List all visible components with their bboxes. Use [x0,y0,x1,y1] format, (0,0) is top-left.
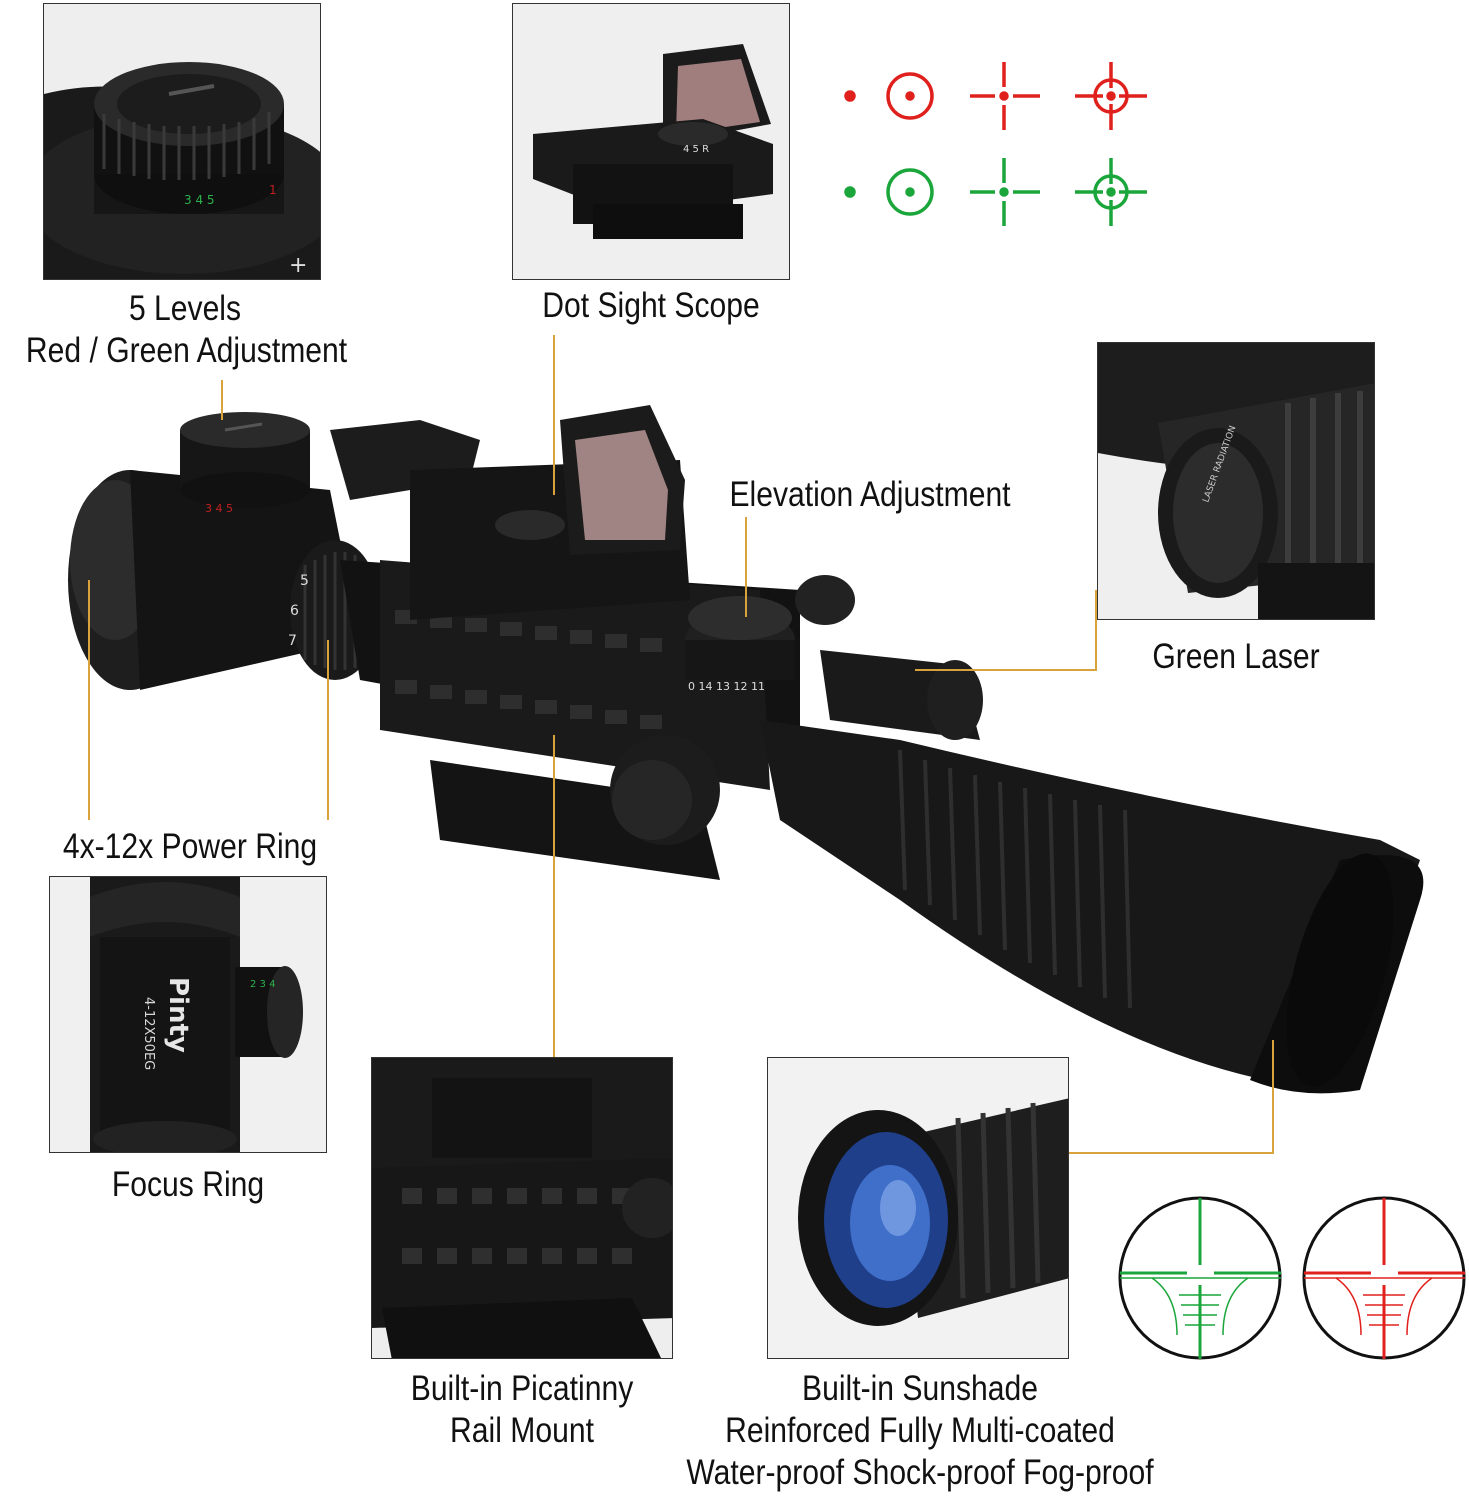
sunshade-label-line1: Built-in Sunshade [802,1369,1038,1408]
brand-marking: Pinty [163,977,193,1053]
reticle-view-red [1302,1196,1466,1360]
red-reticle-row [844,62,1147,130]
svg-text:7: 7 [288,633,297,649]
green-circle-dot-reticle-icon [886,168,934,216]
svg-text:2 3 4: 2 3 4 [250,979,275,990]
red-dot-sight-icon [330,405,690,620]
callout-laser-h [915,669,1097,671]
objective-lens-photo [768,1058,1068,1358]
rifle-scope-icon: 5 6 7 3 4 5 [68,405,1424,1094]
svg-text:1: 1 [269,183,277,197]
red-circle-cross-reticle-icon [1075,62,1147,130]
inset-focus-ring: Pinty 4-12X50EG 2 3 4 [49,876,327,1153]
dot-sight-photo: 4 5 R [513,4,789,279]
rail-mount-label: Built-in Picatinny Rail Mount [392,1368,652,1452]
svg-text:5: 5 [300,573,309,589]
picatinny-rail-photo [372,1058,672,1358]
red-dot-reticle-icon [844,90,856,102]
red-cross-dot-reticle-icon [970,62,1040,130]
green-circle-cross-reticle-icon [1075,158,1147,226]
focus-ring-label: Focus Ring [111,1165,265,1204]
callout-sunshade-v [1272,1040,1274,1154]
illumination-knob-photo: 3 4 5 1 + [44,4,320,279]
rail-mount-label-line2: Rail Mount [450,1411,594,1450]
callout-sunshade-h [1069,1152,1274,1154]
green-laser-photo: LASER RADIATION [1098,343,1374,619]
focus-ring-photo: Pinty 4-12X50EG 2 3 4 [50,877,326,1152]
callout-focus [88,580,90,820]
dot-sight-label: Dot Sight Scope [542,286,760,325]
sunshade-label: Built-in Sunshade Reinforced Fully Multi… [662,1368,1178,1494]
green-reticle-row [844,158,1147,226]
svg-text:3 4 5: 3 4 5 [205,502,233,515]
callout-levels [221,380,223,420]
inset-illumination-knob: 3 4 5 1 + [43,3,321,280]
levels-label-line2: Red / Green Adjustment [25,331,348,370]
red-circle-dot-reticle-icon [886,72,934,120]
reticle-legend [844,62,1147,226]
sunshade-label-line3: Water-proof Shock-proof Fog-proof [686,1453,1154,1492]
svg-text:6: 6 [290,603,299,619]
sunshade-label-line2: Reinforced Fully Multi-coated [725,1411,1115,1450]
callout-rail [553,735,555,1057]
power-ring-label: 4x-12x Power Ring [62,827,318,866]
svg-text:0 14 13 12 11: 0 14 13 12 11 [688,680,765,693]
callout-laser-v [1095,590,1097,670]
green-laser-icon [795,575,983,740]
callout-power [327,640,329,820]
svg-text:+: + [289,253,307,278]
svg-text:4 5 R: 4 5 R [683,144,709,155]
reticle-view-green [1118,1196,1282,1360]
inset-picatinny-rail [371,1057,673,1359]
green-laser-label: Green Laser [1152,637,1320,676]
green-dot-reticle-icon [844,186,856,198]
levels-label: 5 Levels Red / Green Adjustment [25,288,348,372]
elevation-label: Elevation Adjustment [729,475,1011,514]
callout-dot-sight [553,335,555,495]
green-cross-dot-reticle-icon [970,158,1040,226]
rail-mount-label-line1: Built-in Picatinny [410,1369,634,1408]
model-marking: 4-12X50EG [141,997,156,1070]
levels-label-line1: 5 Levels [128,289,242,328]
inset-objective-lens [767,1057,1069,1359]
inset-green-laser: LASER RADIATION [1097,342,1375,620]
inset-dot-sight: 4 5 R [512,3,790,280]
callout-elevation [745,517,747,617]
svg-text:3 4 5: 3 4 5 [184,193,215,207]
